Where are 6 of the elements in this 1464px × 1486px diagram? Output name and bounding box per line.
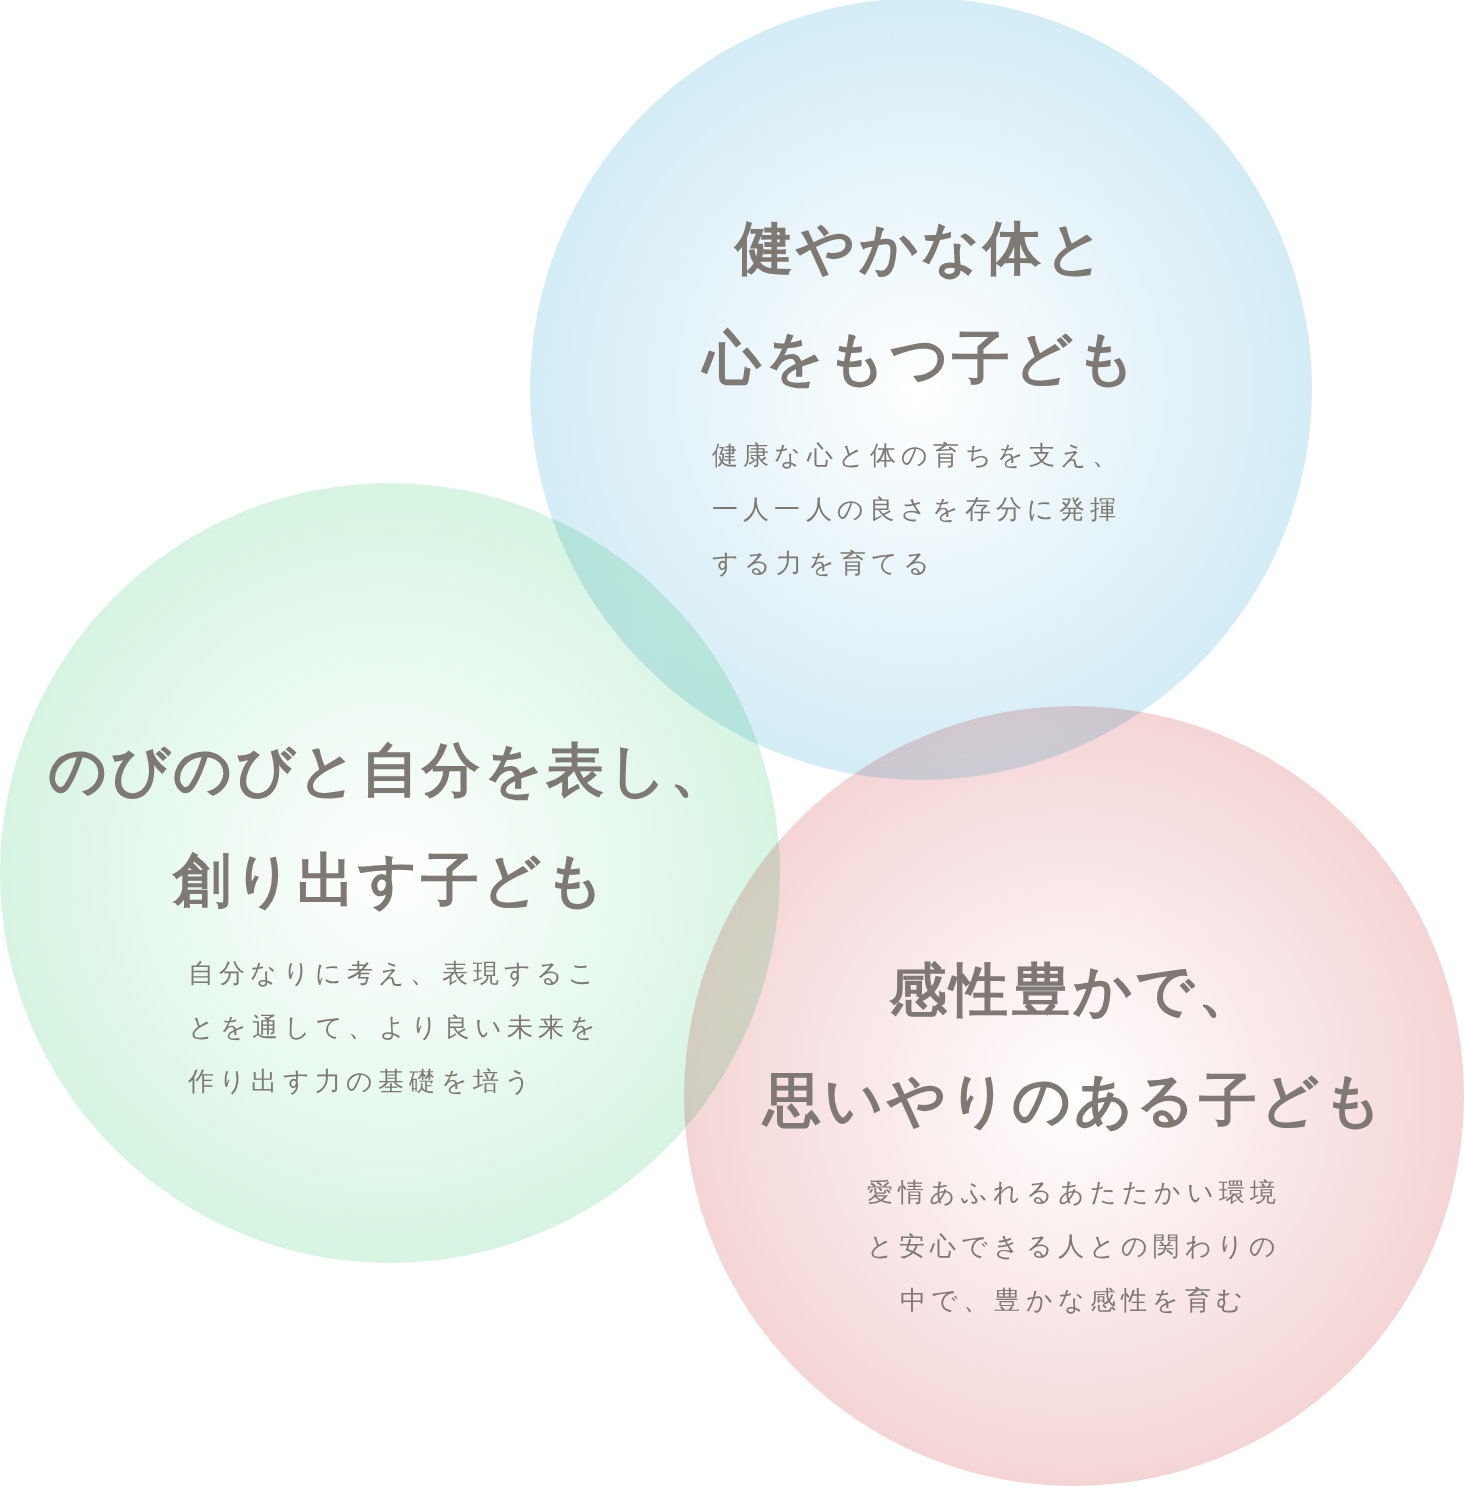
heading: 健やかな体と心をもつ子ども <box>700 213 1140 394</box>
description: 愛情あふれるあたたかい環境と安心できる人との関わりの中で、豊かな感性を育む <box>865 1176 1283 1317</box>
description: 自分なりに考え、表現することを通して、より良い未来を作り出す力の基礎を培う <box>188 957 602 1098</box>
description: 健康な心と体の育ちを支え、一人一人の良さを存分に発揮する力を育てる <box>712 439 1124 580</box>
heading: のびのびと自分を表し、創り出す子ども <box>47 735 733 916</box>
heading: 感性豊かで、思いやりのある子ども <box>760 955 1387 1136</box>
